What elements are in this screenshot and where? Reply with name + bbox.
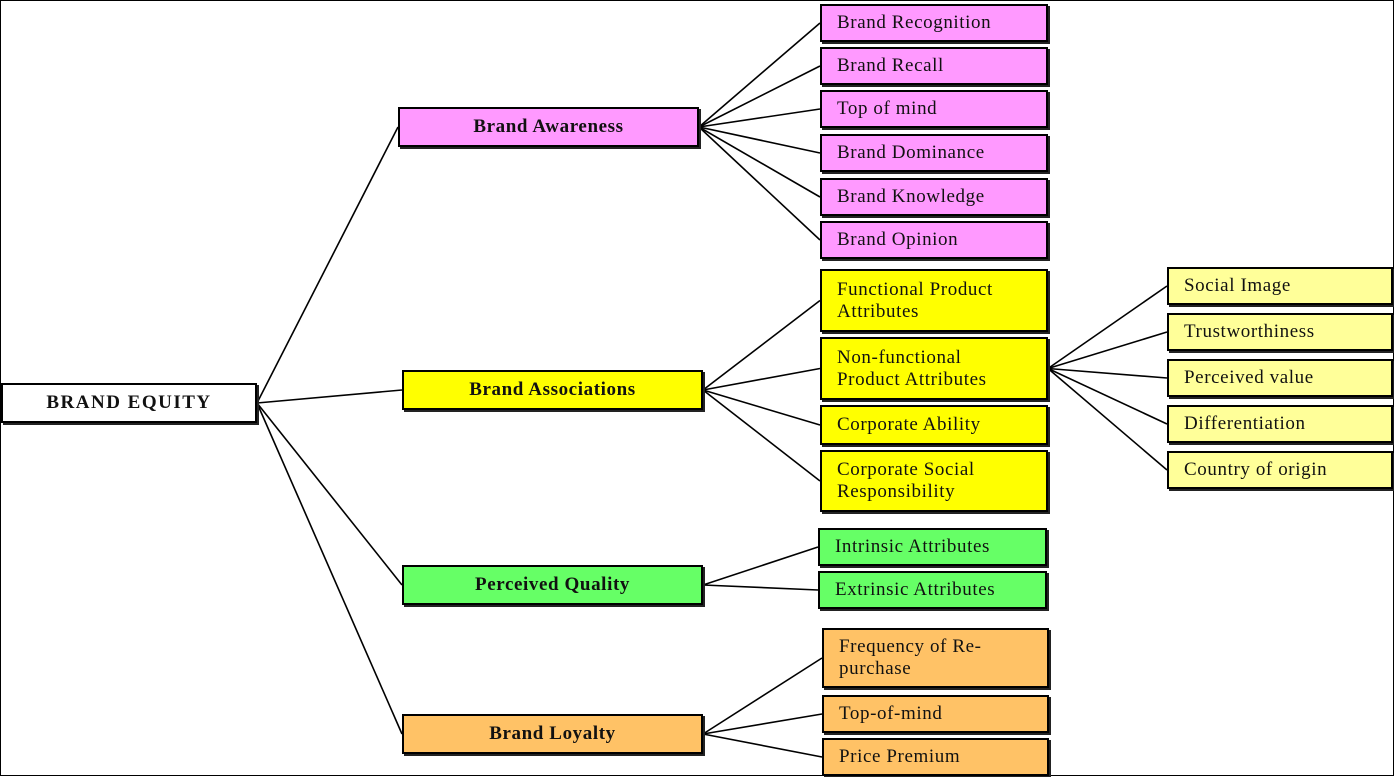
non-functional-product-attributes-node: Non-functional Product Attributes [820,337,1048,400]
connector-n-aw-5 [698,126,821,241]
perceived-quality-node: Perceived Quality [402,565,703,605]
connector-root-n-pq [256,402,403,586]
brand-opinion-label: Brand Opinion [837,229,959,250]
functional-product-attributes-node: Functional Product Attributes [820,269,1048,332]
brand-recognition-label: Brand Recognition [837,12,992,33]
connector-n-pq-0 [702,546,819,586]
corporate-ability-label: Corporate Ability [837,414,981,435]
connector-n-aw-1 [698,65,821,128]
price-premium-label: Price Premium [839,746,961,767]
brand-loyalty-label: Brand Loyalty [489,723,616,744]
brand-opinion-node: Brand Opinion [820,221,1048,259]
non-functional-product-attributes-label: Non-functional Product Attributes [837,346,987,390]
trustworthiness-label: Trustworthiness [1184,321,1315,342]
corporate-social-responsibility-label: Corporate Social Responsibility [837,459,975,502]
connector-root-n-bl [256,402,403,735]
frequency-of-repurchase-label: Frequency of Re- purchase [839,636,982,679]
brand-recognition-node: Brand Recognition [820,4,1048,42]
perceived-value-node: Perceived value [1167,359,1393,397]
connector-n-as-3 [702,389,821,482]
country-of-origin-node: Country of origin [1167,451,1393,489]
top-of-mind-node: Top of mind [820,90,1048,128]
connector-root-n-as [256,389,403,404]
connector-root-n-aw [256,126,399,404]
connector-n-aw-0 [698,22,821,128]
connector-n-bl-2 [702,733,823,758]
perceived-value-label: Perceived value [1184,367,1314,388]
brand-dominance-node: Brand Dominance [820,134,1048,172]
brand-equity-label: BRAND EQUITY [46,392,212,413]
connector-n-as-1 [702,367,821,391]
brand-knowledge-node: Brand Knowledge [820,178,1048,216]
connector-n-aw-4 [698,126,821,198]
connector-nonfunctional-1 [1047,331,1168,370]
brand-equity-node: BRAND EQUITY [1,383,257,423]
connector-nonfunctional-3 [1047,367,1168,425]
price-premium-node: Price Premium [822,738,1049,776]
frequency-of-repurchase-node: Frequency of Re- purchase [822,628,1049,688]
brand-recall-label: Brand Recall [837,55,944,76]
corporate-ability-node: Corporate Ability [820,405,1048,445]
top-of-mind-loyalty-label: Top-of-mind [839,703,943,724]
brand-dominance-label: Brand Dominance [837,142,985,163]
top-of-mind-label: Top of mind [837,98,938,119]
perceived-quality-label: Perceived Quality [475,574,630,595]
corporate-social-responsibility-node: Corporate Social Responsibility [820,450,1048,512]
brand-knowledge-label: Brand Knowledge [837,186,985,207]
connector-n-pq-1 [702,584,819,591]
functional-product-attributes-label: Functional Product Attributes [837,278,993,322]
connector-n-aw-2 [698,108,821,128]
connector-n-bl-0 [702,657,823,735]
differentiation-node: Differentiation [1167,405,1393,443]
country-of-origin-label: Country of origin [1184,459,1328,480]
brand-recall-node: Brand Recall [820,47,1048,85]
extrinsic-attributes-node: Extrinsic Attributes [818,571,1047,609]
connector-nonfunctional-2 [1047,367,1168,379]
social-image-label: Social Image [1184,275,1291,296]
brand-awareness-label: Brand Awareness [473,116,624,137]
brand-awareness-node: Brand Awareness [398,107,699,147]
connector-nonfunctional-4 [1047,367,1168,471]
trustworthiness-node: Trustworthiness [1167,313,1393,351]
connector-n-aw-3 [698,126,821,154]
connector-n-as-0 [702,299,821,391]
connector-n-bl-1 [702,713,823,735]
connector-n-as-2 [702,389,821,426]
brand-associations-label: Brand Associations [469,379,636,400]
intrinsic-attributes-label: Intrinsic Attributes [835,536,991,557]
differentiation-label: Differentiation [1184,413,1306,434]
brand-loyalty-node: Brand Loyalty [402,714,703,754]
top-of-mind-loyalty-node: Top-of-mind [822,695,1049,733]
extrinsic-attributes-label: Extrinsic Attributes [835,579,996,600]
connector-nonfunctional-0 [1047,285,1168,370]
brand-associations-node: Brand Associations [402,370,703,410]
social-image-node: Social Image [1167,267,1393,305]
intrinsic-attributes-node: Intrinsic Attributes [818,528,1047,566]
